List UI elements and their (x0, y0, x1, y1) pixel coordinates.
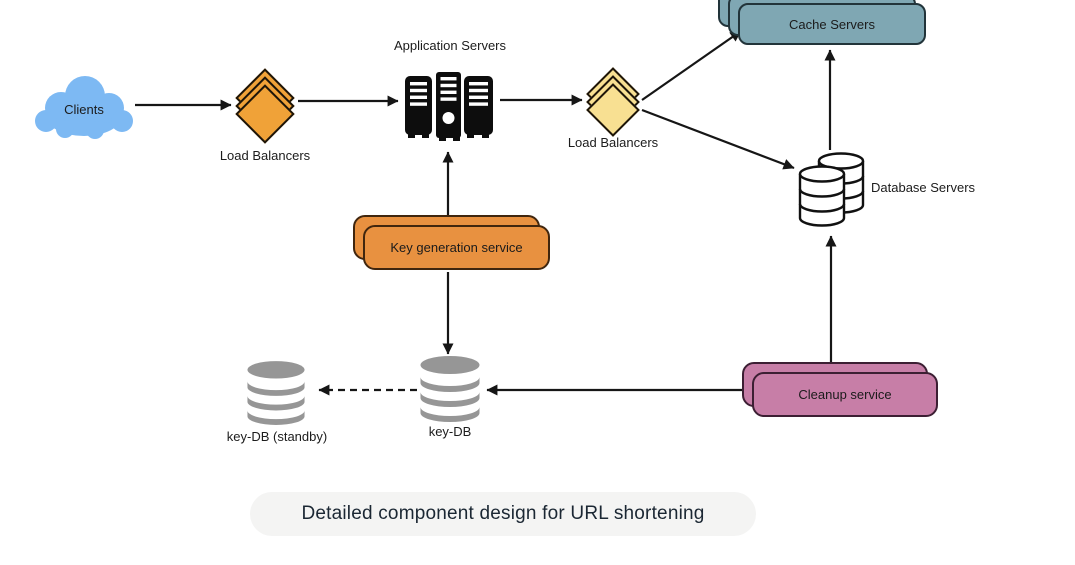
cleanup-service-label: Cleanup service (798, 387, 892, 402)
cloud-icon (35, 76, 133, 139)
clients-label: Clients (64, 102, 104, 117)
caption-pill: Detailed component design for URL shorte… (250, 492, 756, 536)
cache-servers-box-front: Cache Servers (738, 3, 926, 45)
cache-servers-label: Cache Servers (789, 16, 875, 32)
key-generation-service-label: Key generation service (390, 240, 523, 255)
key-generation-box-front: Key generation service (363, 225, 550, 270)
key-db-cylinder-icon (420, 356, 480, 422)
key-db-standby-cylinder-icon (247, 361, 305, 425)
clients-node: Clients (33, 72, 135, 140)
key-db-standby-label: key-DB (standby) (226, 429, 328, 444)
edge-lb2-to-database (641, 108, 795, 170)
application-servers-label: Application Servers (394, 38, 506, 53)
key-db-label: key-DB (428, 424, 472, 439)
load-balancer-1-label: Load Balancers (219, 148, 311, 163)
server-rack-icon (405, 72, 493, 141)
edge-lb2-to-cache (641, 30, 742, 101)
database-cylinders-icon (798, 152, 865, 227)
caption-text: Detailed component design for URL shorte… (301, 503, 705, 524)
load-balancer-2-label: Load Balancers (567, 135, 659, 150)
database-servers-label: Database Servers (871, 180, 976, 195)
edge-group (135, 30, 837, 396)
cleanup-box-front: Cleanup service (752, 372, 938, 417)
